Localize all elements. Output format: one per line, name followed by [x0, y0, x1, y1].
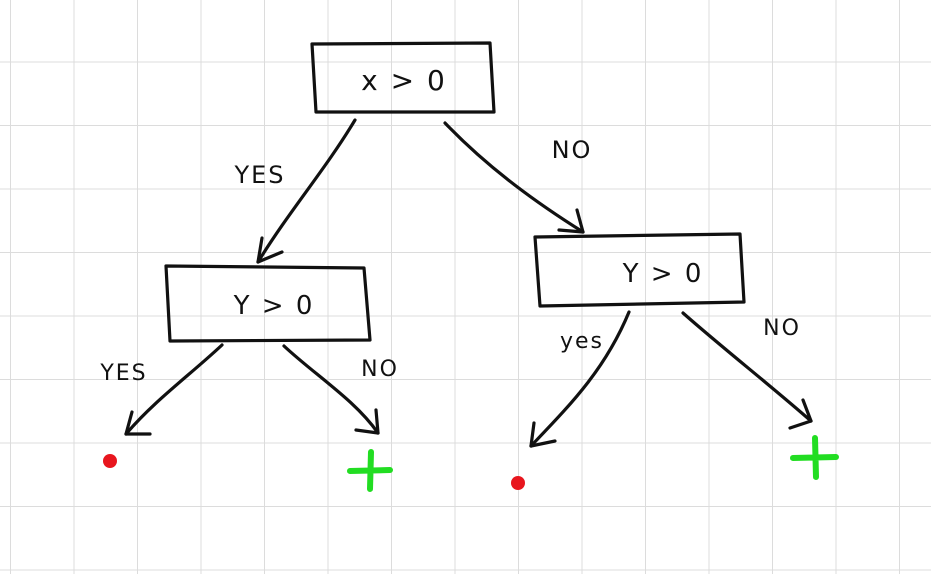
root-node: x > 0 — [310, 41, 496, 114]
left-node-label: Y > 0 — [233, 291, 315, 321]
leaf-right-yes-dot — [511, 476, 525, 490]
right-node: Y > 0 — [533, 232, 746, 308]
edge-label-root-no: NO — [552, 136, 593, 164]
leaf-left-no-plus — [347, 449, 393, 492]
edge-label-left-yes: YES — [99, 361, 147, 386]
leaf-left-yes-dot — [103, 454, 117, 468]
left-node: Y > 0 — [164, 264, 372, 343]
edge-label-right-yes: yes — [560, 329, 604, 354]
edge-right-no — [681, 311, 813, 430]
edge-left-yes — [124, 343, 224, 436]
edge-label-left-no: NO — [361, 357, 399, 382]
edge-label-root-yes: YES — [233, 161, 285, 189]
edge-label-right-no: NO — [763, 316, 801, 341]
edge-left-no — [282, 344, 380, 435]
root-node-label: x > 0 — [361, 64, 447, 97]
edge-right-yes — [529, 310, 631, 448]
edge-root-yes — [256, 118, 357, 264]
leaf-right-no-plus — [790, 435, 839, 480]
edge-root-no — [443, 121, 585, 234]
right-node-label: Y > 0 — [622, 259, 704, 289]
